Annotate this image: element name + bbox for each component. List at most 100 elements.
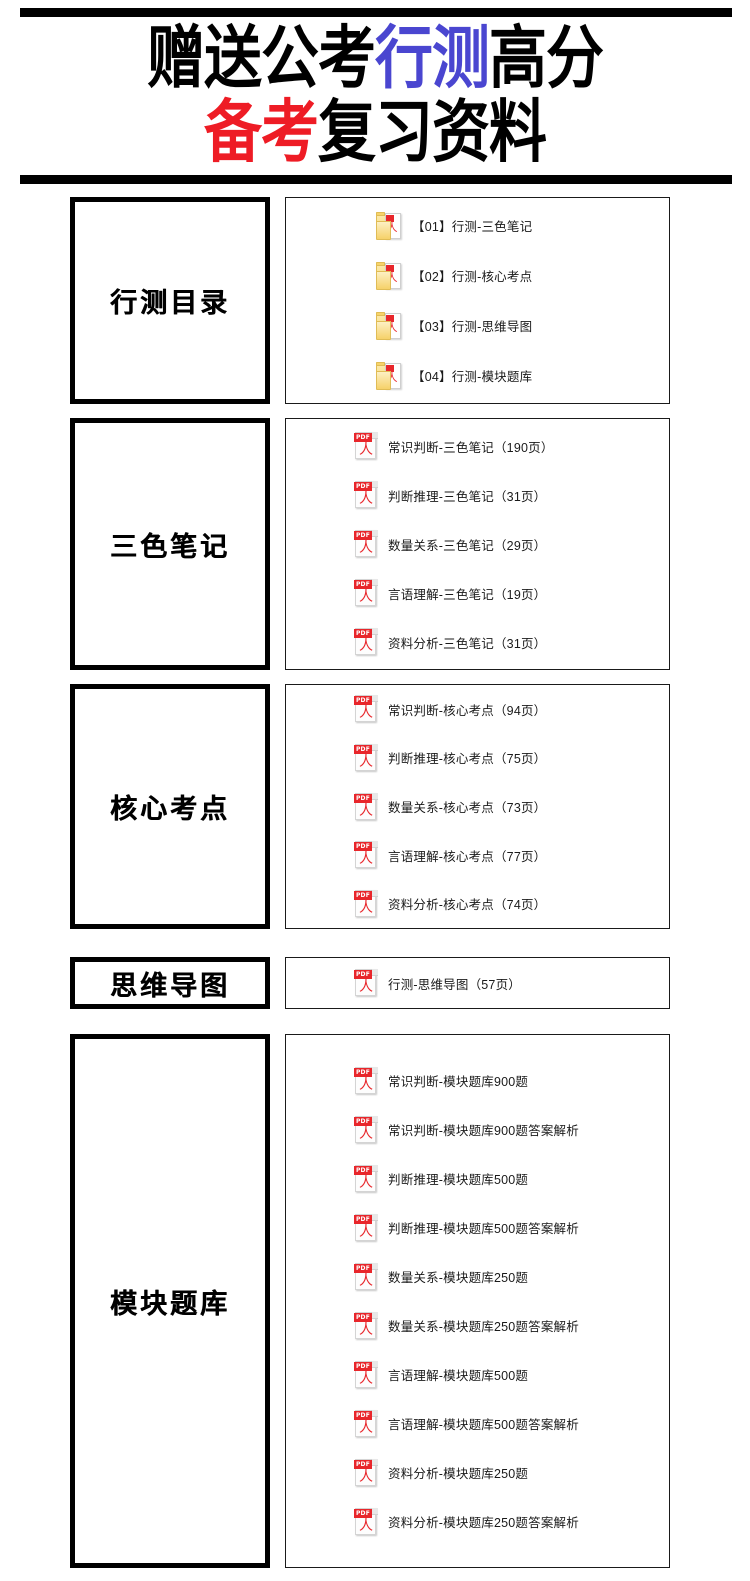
list-item-label: 资料分析-核心考点（74页） (388, 898, 547, 913)
folder-front-shape (376, 270, 391, 290)
pdf-page-fold (371, 695, 378, 703)
pdf-acrobat-glyph: 人 (359, 851, 373, 868)
pdf-page-fold (371, 1409, 378, 1417)
title-text-highlight-red: 备考 (203, 91, 319, 172)
pdf-page-fold (371, 1360, 378, 1368)
list-item-label: 常识判断-模块题库900题 (388, 1075, 529, 1089)
list-item-label: 言语理解-核心考点（77页） (388, 849, 547, 864)
folder-tab-shape (376, 261, 385, 266)
list-item-label: 判断推理-三色笔记（31页） (388, 489, 547, 504)
list-item-label: 数量关系-核心考点（73页） (388, 801, 547, 815)
pdf-band-label: PDF (354, 433, 372, 442)
folder-pdf-icon: 人 (376, 211, 403, 241)
pdf-page-fold (371, 1311, 378, 1319)
pdf-band-label: PDF (354, 1214, 372, 1224)
pdf-band-label: PDF (354, 793, 372, 803)
title-text-part3: 复习资料 (318, 91, 547, 172)
pdf-band-label: PDF (354, 580, 372, 589)
pdf-page-fold (371, 432, 378, 439)
folder-tab-shape (376, 361, 385, 366)
list-item-label: 资料分析-模块题库250题答案解析 (388, 1516, 579, 1530)
list-item[interactable]: 人【02】行测-核心考点 (286, 251, 669, 301)
list-item[interactable]: 人【01】行测-三色笔记 (286, 201, 669, 251)
pdf-band-label: PDF (354, 890, 372, 900)
list-item-label: 数量关系-三色笔记（29页） (388, 538, 547, 553)
pdf-page-fold (371, 1164, 378, 1172)
pdf-acrobat-glyph: 人 (359, 1174, 373, 1191)
pdf-page-fold (371, 969, 378, 976)
pdf-page-fold (371, 481, 378, 488)
pdf-band-label: PDF (354, 1361, 372, 1371)
folder-pdf-icon: 人 (376, 261, 403, 291)
pdf-band-label: PDF (354, 1312, 372, 1322)
pdf-page-fold (371, 1213, 378, 1221)
pdf-page-fold (371, 841, 378, 849)
list-item[interactable]: 人【03】行测-思维导图 (286, 301, 669, 351)
list-item-label: 【02】行测-核心考点 (412, 270, 533, 284)
header-rule-top (20, 8, 732, 17)
list-item-label: 言语理解-三色笔记（19页） (388, 587, 547, 602)
pdf-band-label: PDF (354, 1165, 372, 1175)
pdf-acrobat-glyph: 人 (359, 1272, 373, 1289)
pdf-acrobat-glyph: 人 (359, 589, 373, 605)
section-label-box: 核心考点 (70, 684, 270, 929)
page-title: 赠送公考行测高分 备考复习资料 (0, 14, 750, 172)
pdf-band-label: PDF (354, 1263, 372, 1273)
pdf-page-fold (371, 1115, 378, 1123)
folder-front-shape (376, 370, 391, 390)
pdf-acrobat-glyph: 人 (359, 899, 373, 916)
folder-tab-shape (376, 311, 385, 316)
pdf-acrobat-glyph: 人 (359, 1419, 373, 1436)
pdf-acrobat-glyph: 人 (359, 753, 373, 770)
folder-pdf-icon: 人 (376, 361, 403, 391)
section-label-text: 三色笔记 (110, 531, 230, 563)
list-item[interactable]: 人【04】行测-模块题库 (286, 351, 669, 401)
pdf-acrobat-glyph: 人 (359, 1223, 373, 1240)
list-item-label: 判断推理-模块题库500题答案解析 (388, 1222, 579, 1236)
section-label-text: 核心考点 (110, 794, 230, 825)
header-rule-bottom (20, 175, 732, 184)
folder-acrobat-glyph: 人 (386, 370, 398, 384)
pdf-acrobat-glyph: 人 (359, 705, 373, 722)
folder-acrobat-glyph: 人 (386, 270, 398, 284)
title-line-2: 备考复习资料 (0, 88, 750, 175)
pdf-page-fold (371, 628, 378, 635)
pdf-page-fold (371, 743, 378, 751)
pdf-band-label: PDF (354, 1410, 372, 1420)
section-label-box: 三色笔记 (70, 418, 270, 670)
pdf-band-label: PDF (354, 531, 372, 540)
folder-front-shape (376, 320, 391, 340)
